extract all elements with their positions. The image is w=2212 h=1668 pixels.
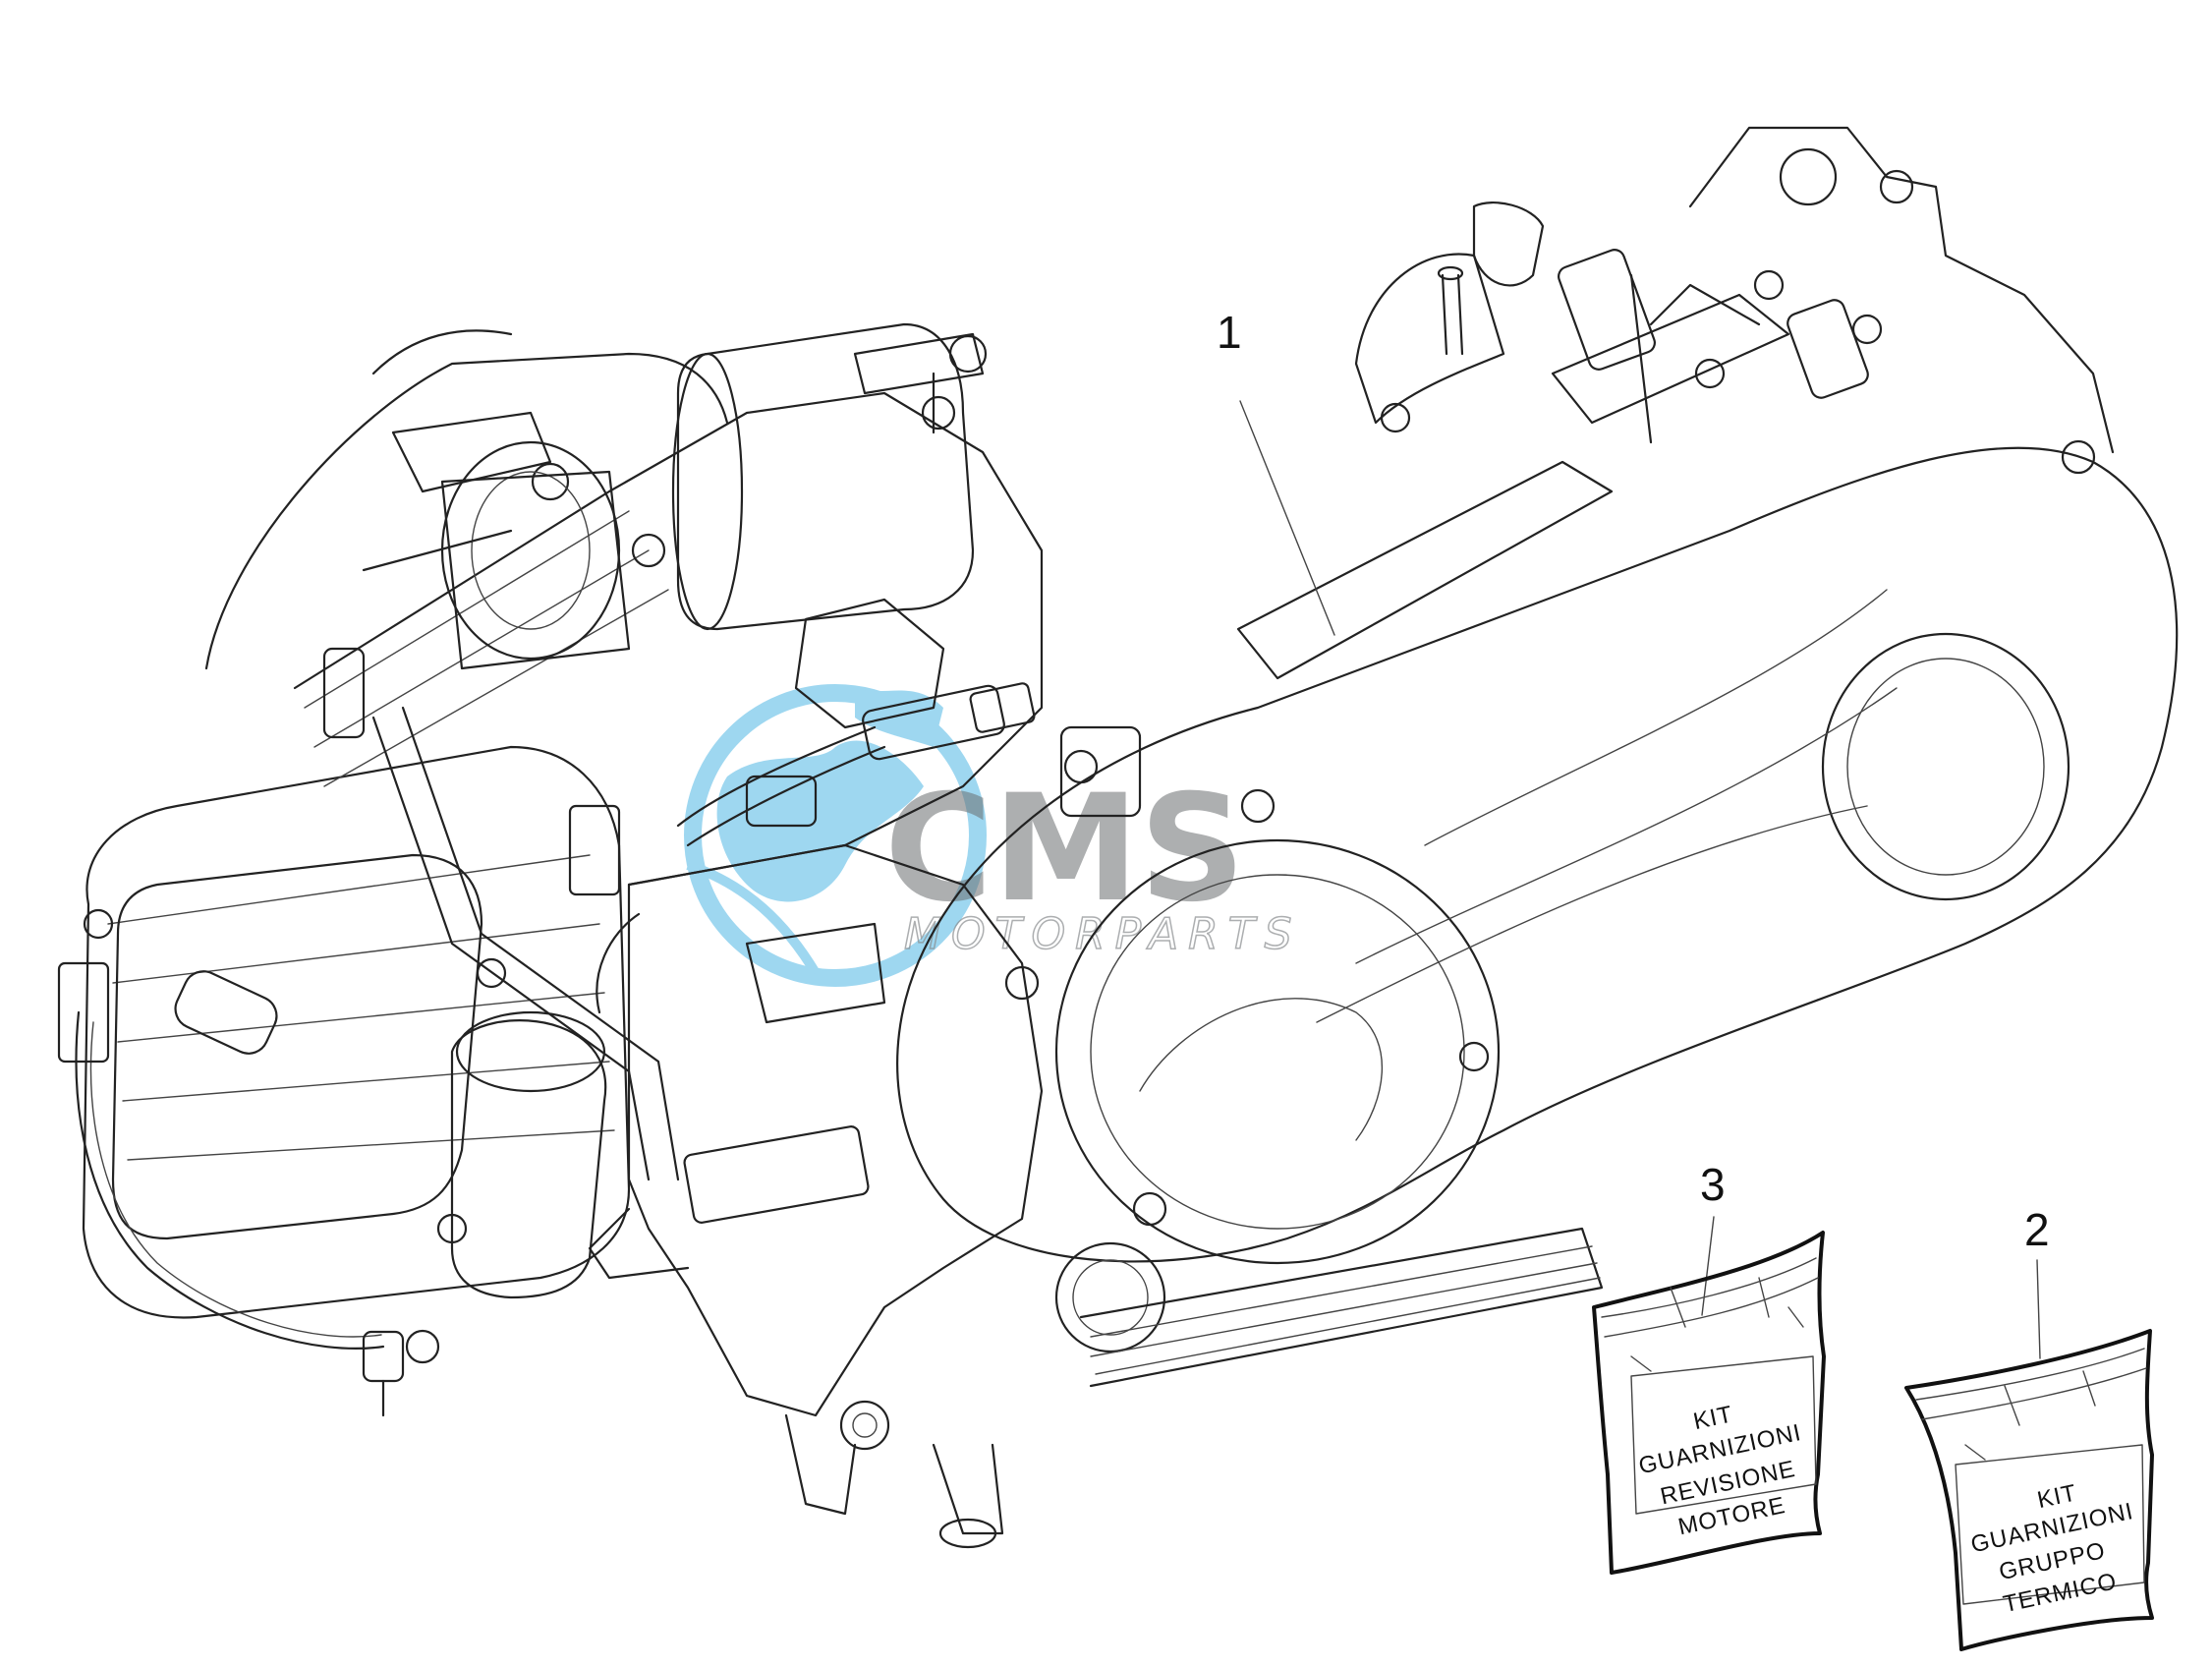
watermark-subtitle: MOTORPARTS (904, 909, 1302, 959)
engine-assembly (57, 126, 2179, 1549)
kit-revisione-label: KIT GUARNIZIONI REVISIONE MOTORE (1636, 1401, 1803, 1540)
kit-gruppo-line-1: KIT (2035, 1479, 2079, 1514)
watermark: CMS MOTORPARTS (684, 684, 1302, 987)
callout-1: 1 (1217, 307, 1335, 636)
kit-gruppo-label: KIT GUARNIZIONI GRUPPO TERMICO (1968, 1479, 2135, 1618)
callout-1-number: 1 (1217, 307, 1242, 358)
callout-2-number: 2 (2024, 1204, 2050, 1255)
kit-revisione-line-1: KIT (1691, 1401, 1735, 1435)
gasket-kit-revisione-bag: KIT GUARNIZIONI REVISIONE MOTORE (1592, 1231, 1826, 1575)
callout-3-number: 3 (1700, 1159, 1726, 1210)
gasket-kit-gruppo-bag: KIT GUARNIZIONI GRUPPO TERMICO (1904, 1329, 2154, 1651)
globe-icon (684, 684, 987, 987)
callout-3: 3 (1700, 1159, 1726, 1316)
callout-2: 2 (2024, 1204, 2050, 1359)
